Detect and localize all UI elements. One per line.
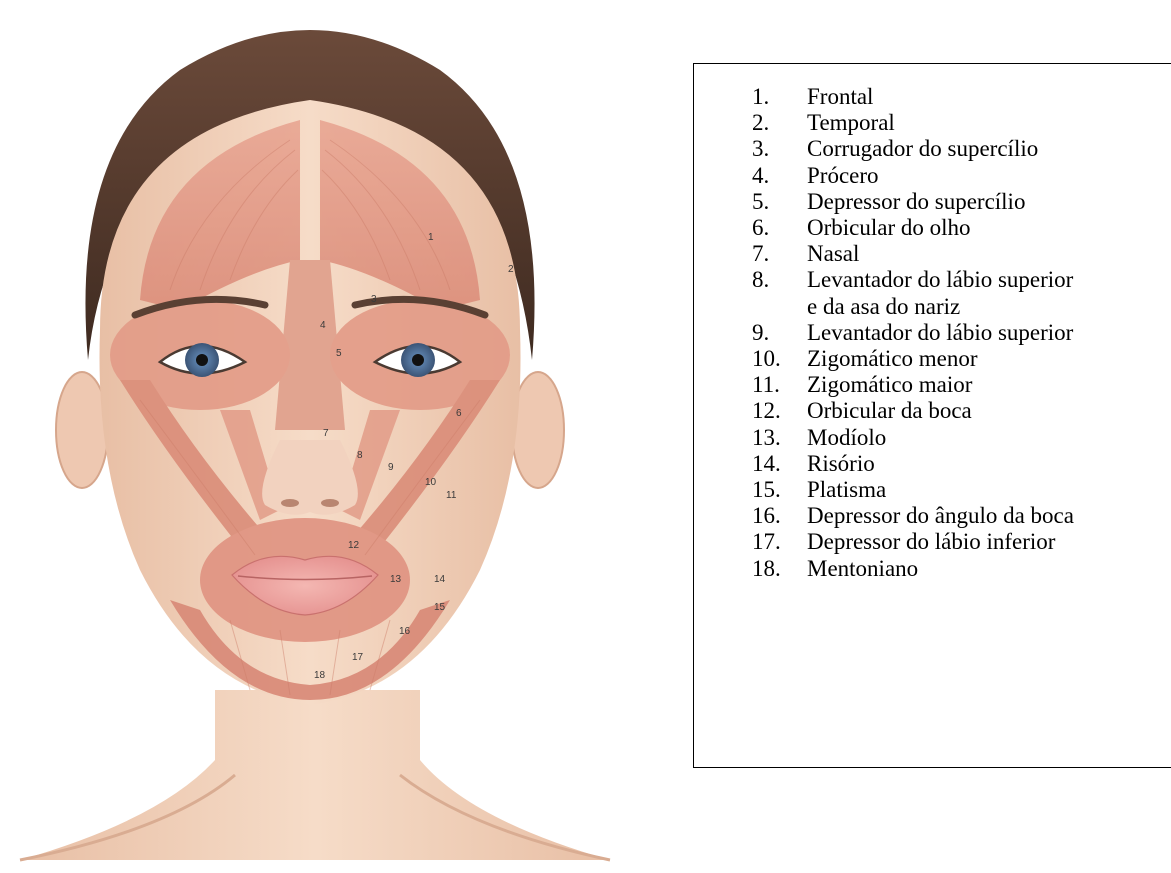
legend-text: Orbicular do olho bbox=[807, 215, 971, 241]
legend-item: 8.Levantador do lábio superior e da asa … bbox=[752, 267, 1171, 319]
legend-text: Temporal bbox=[807, 110, 895, 136]
legend-number: 12. bbox=[752, 398, 807, 424]
label-14: 14 bbox=[434, 574, 446, 585]
legend-number: 10. bbox=[752, 346, 807, 372]
legend-text: Zigomático menor bbox=[807, 346, 978, 372]
legend-text: Depressor do supercílio bbox=[807, 189, 1025, 215]
legend-number: 3. bbox=[752, 136, 807, 162]
label-13: 13 bbox=[390, 574, 402, 585]
legend-number: 4. bbox=[752, 163, 807, 189]
legend-item: 6.Orbicular do olho bbox=[752, 215, 1171, 241]
legend-item: 3.Corrugador do supercílio bbox=[752, 136, 1171, 162]
label-18: 18 bbox=[314, 670, 326, 681]
legend-number: 1. bbox=[752, 84, 807, 110]
legend-number: 6. bbox=[752, 215, 807, 241]
legend-item: 7.Nasal bbox=[752, 241, 1171, 267]
legend-item: 15.Platisma bbox=[752, 477, 1171, 503]
legend-text: Mentoniano bbox=[807, 556, 918, 582]
legend-item: 9.Levantador do lábio superior bbox=[752, 320, 1171, 346]
legend-text: Platisma bbox=[807, 477, 886, 503]
label-7: 7 bbox=[323, 428, 329, 439]
label-9: 9 bbox=[388, 462, 394, 473]
legend-number: 11. bbox=[752, 372, 807, 398]
legend-number: 18. bbox=[752, 556, 807, 582]
legend-item: 2.Temporal bbox=[752, 110, 1171, 136]
legend-item: 16.Depressor do ângulo da boca bbox=[752, 503, 1171, 529]
muscle-legend: 1.Frontal 2.Temporal 3.Corrugador do sup… bbox=[693, 63, 1171, 768]
legend-number: 5. bbox=[752, 189, 807, 215]
legend-number: 15. bbox=[752, 477, 807, 503]
legend-text: Depressor do ângulo da boca bbox=[807, 503, 1074, 529]
right-ear bbox=[512, 372, 564, 488]
label-1: 1 bbox=[428, 232, 434, 243]
legend-number: 17. bbox=[752, 529, 807, 555]
left-ear bbox=[56, 372, 108, 488]
legend-number: 16. bbox=[752, 503, 807, 529]
legend-number: 9. bbox=[752, 320, 807, 346]
legend-text: Risório bbox=[807, 451, 875, 477]
label-3: 3 bbox=[371, 294, 377, 305]
legend-text: Zigomático maior bbox=[807, 372, 972, 398]
legend-item: 12.Orbicular da boca bbox=[752, 398, 1171, 424]
legend-number: 8. bbox=[752, 267, 807, 319]
legend-item: 10.Zigomático menor bbox=[752, 346, 1171, 372]
label-2: 2 bbox=[508, 264, 514, 275]
legend-text: Corrugador do supercílio bbox=[807, 136, 1038, 162]
legend-text: Frontal bbox=[807, 84, 873, 110]
legend-item: 1.Frontal bbox=[752, 84, 1171, 110]
facial-muscle-illustration: 1 2 3 4 5 6 7 8 9 10 11 12 13 14 15 16 1… bbox=[0, 0, 640, 873]
legend-text: Nasal bbox=[807, 241, 859, 267]
legend-text: Orbicular da boca bbox=[807, 398, 972, 424]
label-15: 15 bbox=[434, 602, 446, 613]
label-16: 16 bbox=[399, 626, 411, 637]
legend-text: Levantador do lábio superior e da asa do… bbox=[807, 267, 1073, 319]
legend-item: 13.Modíolo bbox=[752, 425, 1171, 451]
legend-text: Prócero bbox=[807, 163, 879, 189]
legend-list: 1.Frontal 2.Temporal 3.Corrugador do sup… bbox=[694, 64, 1171, 582]
face-drawing: 1 2 3 4 5 6 7 8 9 10 11 12 13 14 15 16 1… bbox=[0, 0, 640, 873]
legend-item: 17.Depressor do lábio inferior bbox=[752, 529, 1171, 555]
legend-item: 18.Mentoniano bbox=[752, 556, 1171, 582]
legend-number: 7. bbox=[752, 241, 807, 267]
label-17: 17 bbox=[352, 652, 364, 663]
neck bbox=[20, 690, 610, 860]
legend-item: 14.Risório bbox=[752, 451, 1171, 477]
legend-number: 13. bbox=[752, 425, 807, 451]
label-6: 6 bbox=[456, 408, 462, 419]
legend-text: Levantador do lábio superior bbox=[807, 320, 1073, 346]
label-12: 12 bbox=[348, 540, 360, 551]
nose bbox=[262, 440, 358, 515]
legend-item: 4.Prócero bbox=[752, 163, 1171, 189]
legend-item: 5.Depressor do supercílio bbox=[752, 189, 1171, 215]
legend-item: 11.Zigomático maior bbox=[752, 372, 1171, 398]
label-8: 8 bbox=[357, 450, 363, 461]
label-5: 5 bbox=[336, 348, 342, 359]
label-4: 4 bbox=[320, 320, 326, 331]
legend-text: Depressor do lábio inferior bbox=[807, 529, 1055, 555]
label-10: 10 bbox=[425, 477, 437, 488]
label-11: 11 bbox=[446, 490, 457, 501]
legend-number: 2. bbox=[752, 110, 807, 136]
legend-text: Modíolo bbox=[807, 425, 886, 451]
legend-number: 14. bbox=[752, 451, 807, 477]
